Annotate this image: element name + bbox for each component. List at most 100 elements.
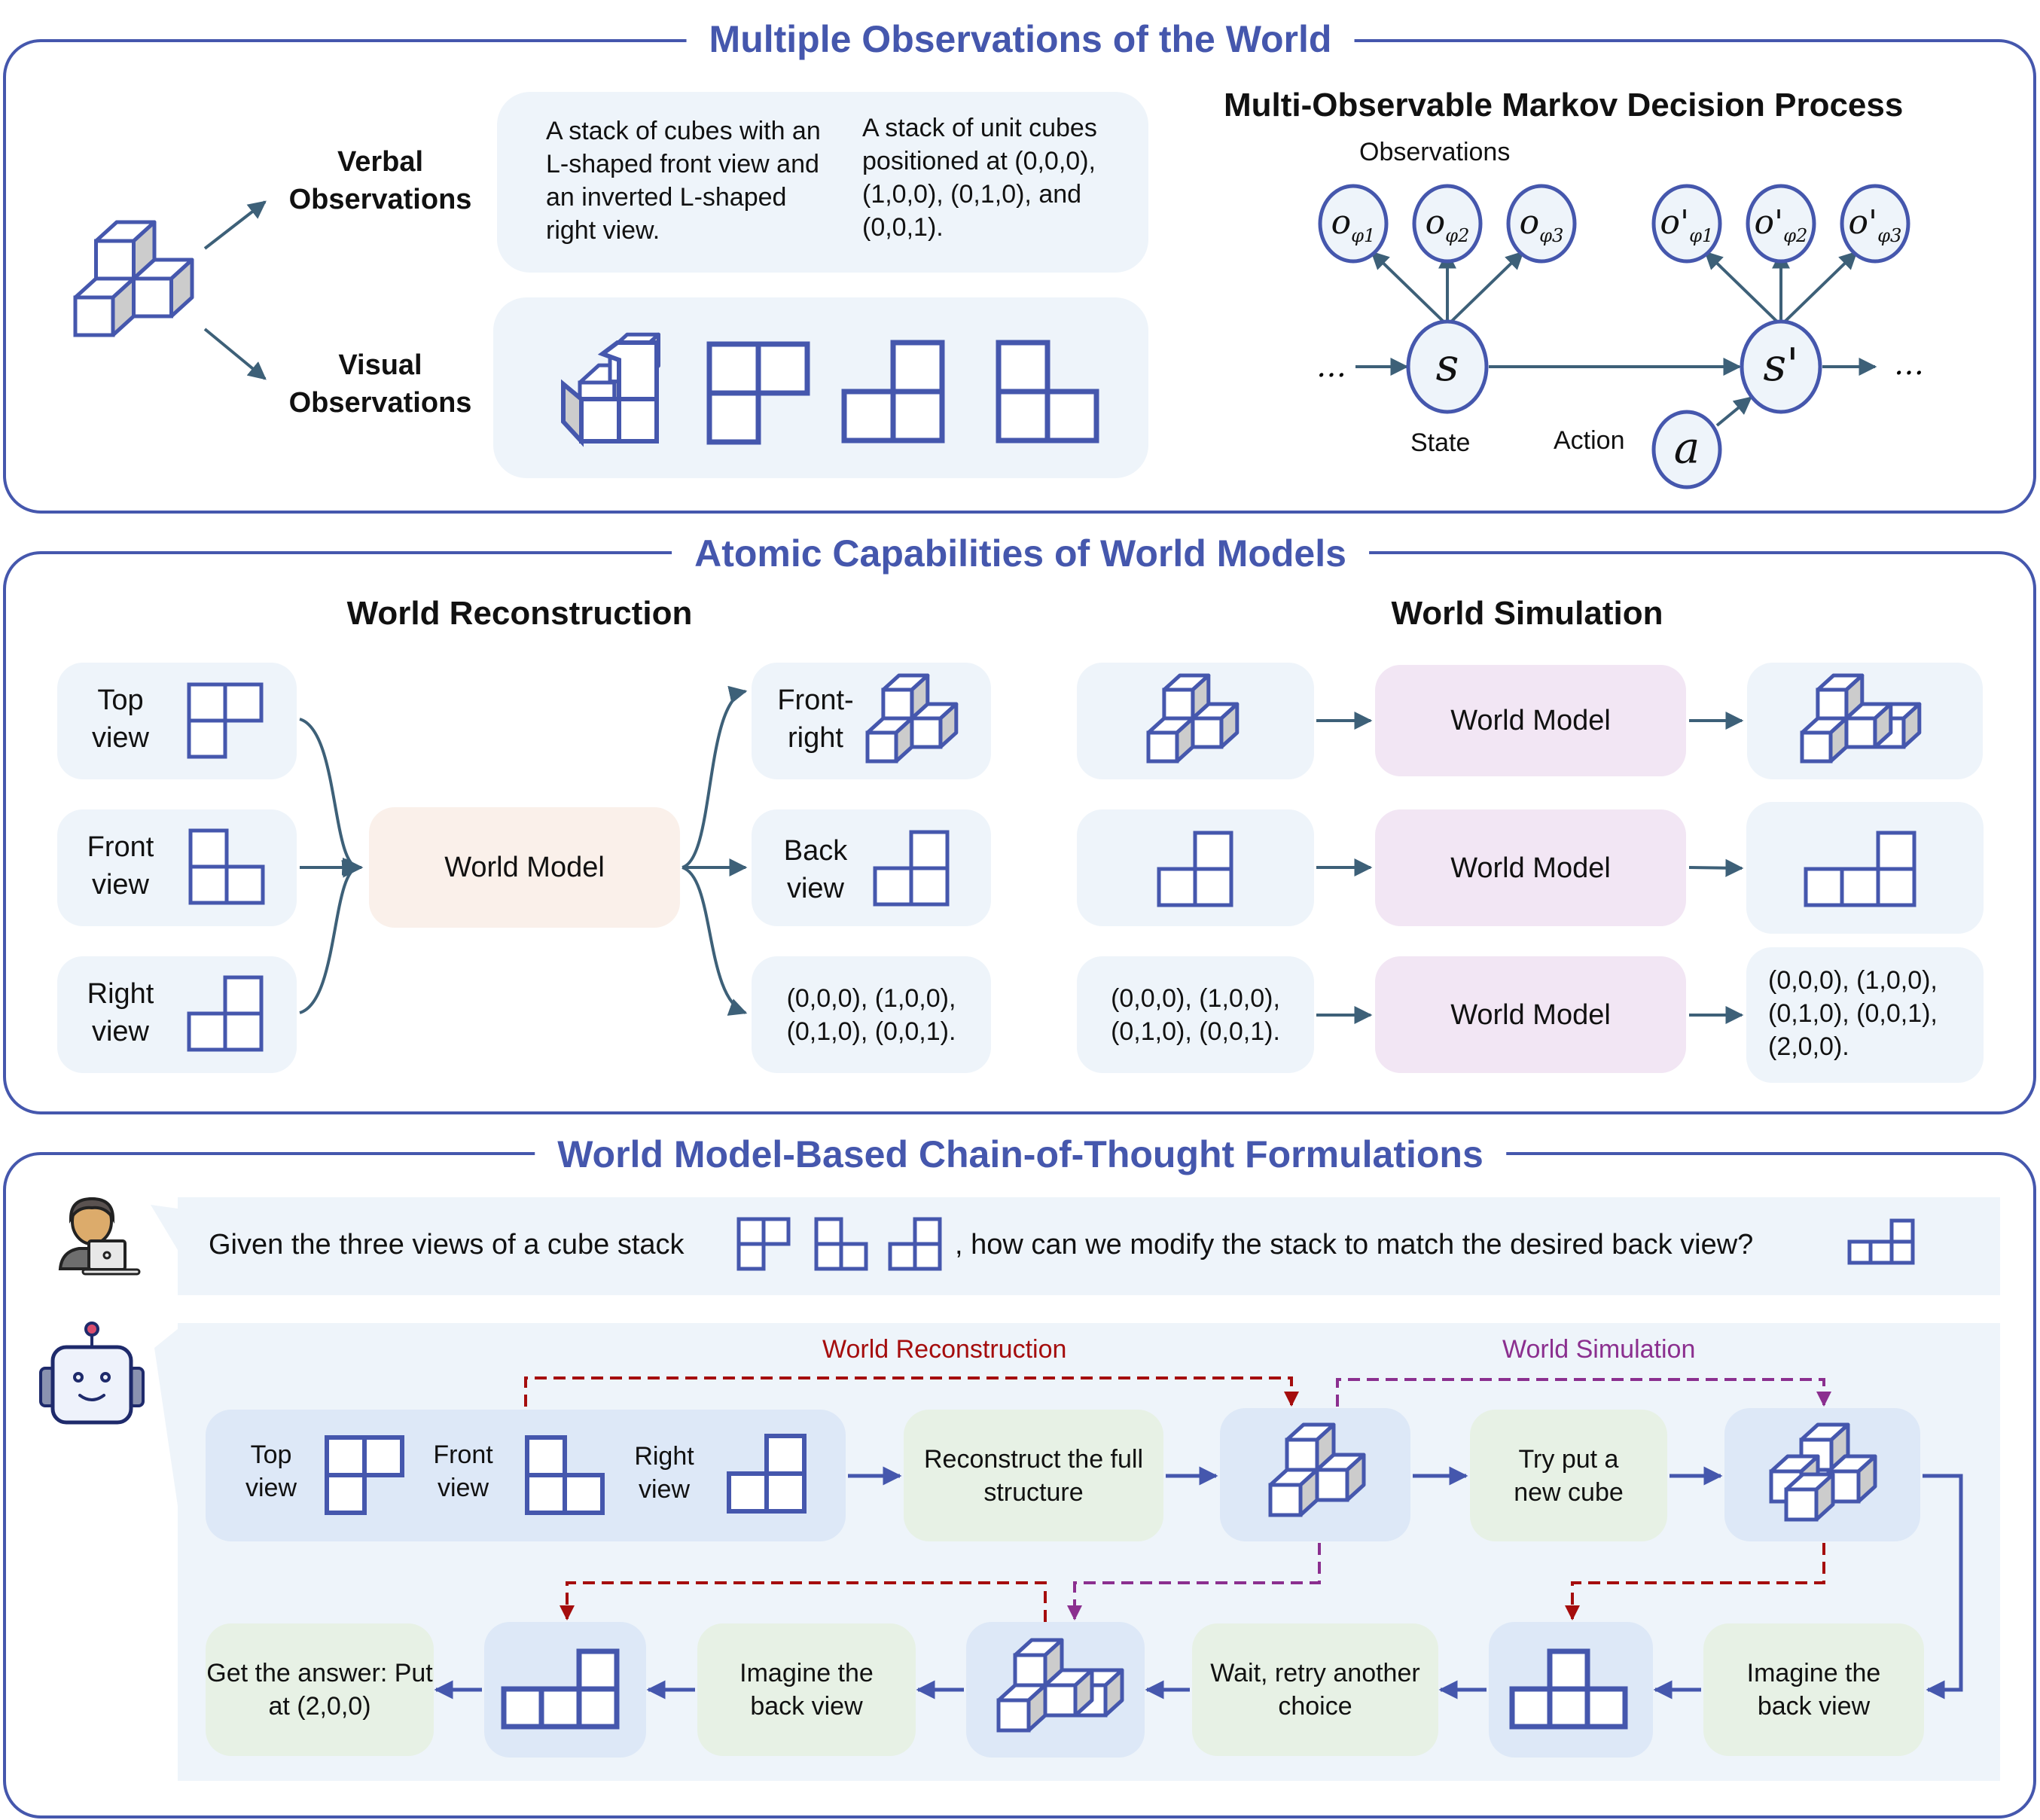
question-right-view — [888, 1217, 942, 1271]
visual-right-view — [996, 340, 1099, 444]
mdp-node-o3p: o'φ3 — [1840, 184, 1910, 264]
back-view-result-grid-1 — [1509, 1648, 1628, 1730]
mdp-edge-s-o3 — [1446, 251, 1524, 327]
verbal-observation-text-1: A stack of cubes with an L-shaped front … — [546, 117, 821, 245]
reconstruction-flow-label: World Reconstruction — [822, 1335, 1067, 1364]
sim-world-model-1: World Model — [1375, 665, 1686, 776]
visual-observations-label: Visual Observations — [288, 349, 472, 419]
mdp-node-o1p: o'φ1 — [1651, 184, 1722, 264]
question-bubble-tail — [151, 1205, 178, 1250]
simulated-structure-iso-2 — [996, 1638, 1124, 1733]
sim-input-grid-2 — [1157, 831, 1233, 907]
mdp-node-o3: oφ3 — [1506, 184, 1577, 264]
cot-front-view-label: Front view — [433, 1440, 493, 1502]
edge-model-to-front-right — [682, 685, 748, 869]
dashed-reconstruction-3 — [560, 1581, 1047, 1622]
step-imagine-2: Imagine the back view — [697, 1623, 916, 1756]
mdp-node-o2: oφ2 — [1412, 184, 1483, 264]
mdp-node-sp: s' — [1740, 319, 1822, 414]
back-view-result-grid-2 — [501, 1648, 620, 1730]
front-view-grid — [188, 828, 265, 905]
coordinates-output-text: (0,0,0), (1,0,0), (0,1,0), (0,0,1). — [786, 983, 956, 1046]
mdp-edge-a-sp — [1715, 396, 1752, 427]
robot-icon — [39, 1322, 145, 1425]
edge-model-to-coords — [682, 866, 748, 1016]
step-imagine-1-text: Imagine the back view — [1746, 1659, 1881, 1721]
reconstructed-structure-iso — [1268, 1422, 1366, 1517]
sim-output-iso-1 — [1800, 673, 1922, 764]
reconstruction-world-model: World Model — [369, 807, 680, 928]
back-view-label: Back view — [783, 835, 848, 904]
cot-arrow-sim1-imagine1 — [1923, 1474, 1963, 1700]
step-reconstruct-text: Reconstruct the full structure — [923, 1444, 1144, 1507]
arrow-to-verbal — [203, 200, 267, 250]
mdp-title: Multi-Observable Markov Decision Process — [1224, 87, 1904, 123]
mdp-ellipsis-left: … — [1316, 349, 1346, 384]
visual-iso-view — [561, 332, 660, 447]
step-try-put: Try put a new cube — [1470, 1410, 1667, 1541]
svg-text:s: s — [1436, 339, 1459, 392]
cot-right-view-label: Right view — [634, 1442, 694, 1504]
step-imagine-2-text: Imagine the back view — [739, 1659, 874, 1721]
sim-output-3-text: (0,0,0), (1,0,0), (0,1,0), (0,0,1), (2,0… — [1768, 966, 1938, 1061]
step-reconstruct: Reconstruct the full structure — [904, 1410, 1163, 1541]
right-view-grid — [187, 975, 264, 1052]
question-text-part2: , how can we modify the stack to match t… — [955, 1229, 1754, 1261]
mdp-node-o1: oφ1 — [1318, 184, 1389, 264]
sim-output-3 — [1746, 947, 1984, 1083]
svg-text:s': s' — [1763, 339, 1798, 392]
mdp-state-label: State — [1410, 428, 1471, 457]
step-imagine-1: Imagine the back view — [1703, 1623, 1924, 1756]
simulation-flow-label: World Simulation — [1502, 1335, 1696, 1364]
simulation-title: World Simulation — [1391, 595, 1663, 632]
front-view-label: Front view — [87, 831, 154, 901]
simulated-structure-iso-1 — [1769, 1422, 1877, 1522]
question-desired-back-view — [1847, 1218, 1915, 1265]
mdp-node-o2p: o'φ2 — [1746, 184, 1816, 264]
right-view-label: Right view — [87, 978, 154, 1047]
step-try-put-text: Try put a new cube — [1514, 1444, 1624, 1507]
cot-top-view-grid — [325, 1435, 404, 1515]
svg-text:a: a — [1674, 422, 1700, 473]
dashed-simulation-2 — [1067, 1543, 1321, 1620]
edge-right-to-model — [299, 859, 361, 1014]
question-top-view — [736, 1217, 791, 1271]
sim-arrow-out-2 — [1688, 858, 1744, 877]
user-icon — [58, 1197, 141, 1276]
reconstruction-title: World Reconstruction — [346, 595, 693, 632]
mdp-node-a: a — [1651, 410, 1722, 489]
sim-input-3: (0,0,0), (1,0,0), (0,1,0), (0,0,1). — [1077, 956, 1314, 1073]
visual-front-view — [841, 340, 945, 444]
mdp-action-label: Action — [1554, 426, 1625, 455]
sim-output-grid-2 — [1804, 831, 1917, 907]
mdp-observations-label: Observations — [1359, 138, 1511, 166]
mdp-graph: … … oφ1 oφ2 oφ3 o'φ1 o'φ2 o'φ3 s s' a — [1316, 184, 1924, 489]
verbal-observations-label: Verbal Observations — [288, 146, 472, 215]
sim-world-model-3: World Model — [1375, 956, 1686, 1073]
sim-input-iso-1 — [1146, 673, 1240, 764]
coordinates-output: (0,0,0), (1,0,0), (0,1,0), (0,0,1). — [752, 956, 991, 1073]
dashed-reconstruction-2 — [1565, 1543, 1825, 1620]
capabilities-panel-title: Atomic Capabilities of World Models — [672, 531, 1369, 576]
sim-input-3-text: (0,0,0), (1,0,0), (0,1,0), (0,0,1). — [1111, 983, 1280, 1046]
mdp-edge-sp-o1p — [1704, 251, 1782, 327]
cot-right-view-grid — [727, 1434, 807, 1514]
front-right-label: Front-right — [777, 684, 854, 754]
mdp-edge-s-o1 — [1371, 251, 1449, 327]
front-right-iso — [865, 673, 959, 764]
question-front-view — [814, 1217, 868, 1271]
edge-top-to-model — [299, 718, 361, 876]
verbal-observation-text-2: A stack of unit cubes positioned at (0,0… — [862, 114, 1097, 242]
cot-panel-title: World Model-Based Chain-of-Thought Formu… — [535, 1132, 1506, 1177]
question-text-part1: Given the three views of a cube stack — [209, 1229, 685, 1261]
arrow-to-visual — [203, 328, 267, 380]
step-wait-text: Wait, retry another choice — [1210, 1659, 1420, 1721]
cot-top-view-label: Top view — [245, 1440, 297, 1502]
dashed-reconstruction-1 — [524, 1376, 1299, 1407]
mdp-edge-sp-o3p — [1779, 251, 1858, 327]
dashed-simulation-1 — [1336, 1378, 1831, 1407]
mdp-ellipsis-right: … — [1894, 347, 1924, 382]
step-answer: Get the answer: Put at (2,0,0) — [206, 1623, 434, 1756]
step-answer-text: Get the answer: Put at (2,0,0) — [206, 1659, 433, 1721]
visual-top-view — [706, 341, 810, 445]
